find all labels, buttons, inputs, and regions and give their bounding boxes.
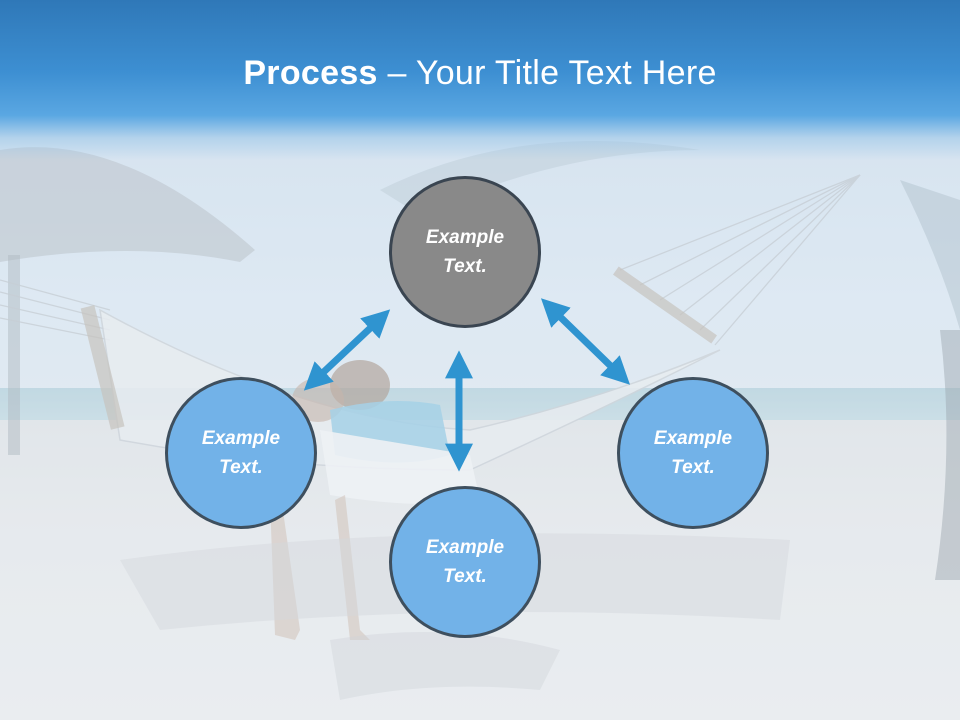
sand-shadow-2: [330, 632, 560, 700]
title-bold: Process: [243, 54, 378, 92]
node-top: Example Text.: [389, 176, 541, 328]
node-left-line1: Example: [201, 428, 281, 449]
hammock-ropes: [0, 174, 861, 346]
node-right-line1: Example: [653, 428, 733, 449]
node-right: Example Text.: [617, 377, 769, 529]
node-right-line2: Text.: [671, 457, 715, 478]
double-arrow-icon-top-left: [303, 309, 391, 391]
spreader-bar-left: [80, 305, 125, 430]
person-dress: [320, 430, 480, 504]
title-band: [0, 0, 960, 160]
hut-roof: [0, 147, 255, 262]
title-rest: Your Title Text Here: [415, 54, 717, 92]
node-left: Example Text.: [165, 377, 317, 529]
node-top-line2: Text.: [443, 256, 487, 277]
slide-title: Process – Your Title Text Here: [0, 54, 960, 93]
hut-post: [8, 255, 20, 455]
node-left-text: Example Text.: [181, 424, 301, 482]
spreader-bar-right: [612, 266, 718, 344]
node-right-text: Example Text.: [633, 424, 753, 482]
palm-trunk: [935, 330, 960, 580]
palm-frond-right: [900, 180, 960, 330]
node-left-line2: Text.: [219, 457, 263, 478]
node-bottom-line1: Example: [425, 537, 505, 558]
title-separator: –: [377, 54, 416, 92]
node-bottom-text: Example Text.: [405, 533, 525, 591]
node-top-text: Example Text.: [405, 223, 525, 281]
node-bottom-line2: Text.: [443, 566, 487, 587]
person-legs: [270, 490, 370, 640]
node-top-line1: Example: [425, 227, 505, 248]
node-bottom: Example Text.: [389, 486, 541, 638]
double-arrow-icon-top-right: [540, 298, 631, 385]
